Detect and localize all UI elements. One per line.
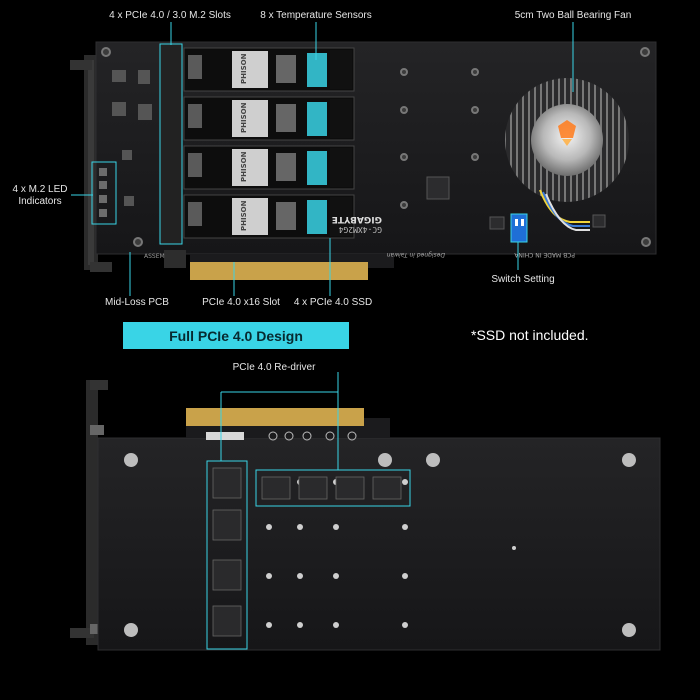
ssd-1 [183,47,355,92]
redriver-boxes [206,460,411,650]
controller-chips [426,176,606,230]
label-led-line2: Indicators [18,196,62,207]
ssd-brand-text-2: PHISON [240,102,248,133]
label-pcie-slot: PCIe 4.0 x16 Slot [202,297,280,308]
m2-slots-area [159,43,183,245]
serial-sticker [206,432,244,440]
top-callout-lines [71,22,574,296]
top-mount-holes [101,47,651,247]
brand-text: GIGABYTE [332,214,382,224]
label-pcb: Mid-Loss PCB [105,297,169,308]
redriver-chips [212,467,402,637]
bottom-callout-lines [220,372,339,470]
label-temp-sensors: 8 x Temperature Sensors [260,10,372,21]
assem-text: ASSEM [144,253,165,260]
ssd-3 [183,145,355,190]
cooling-fan [505,78,629,202]
label-led-line1: 4 x M.2 LED [12,184,68,195]
top-pcie-fingers [190,254,368,280]
ssd-note: *SSD not included. [471,327,589,343]
made-text: PCB MADE IN CHINA [513,251,575,258]
ssd-4 [183,194,355,239]
led-indicators [91,161,117,225]
bottom-bracket [70,380,108,645]
cert-marks [268,431,357,441]
label-switch: Switch Setting [491,274,555,285]
label-ssd: 4 x PCIe 4.0 SSD [293,297,373,308]
label-m2-slots: 4 x PCIe 4.0 / 3.0 M.2 Slots [109,10,231,21]
ssd-2 [183,96,355,141]
power-components [112,70,152,206]
ssd-brand-text-1: PHISON [240,53,248,84]
full-pcie-banner: Full PCIe 4.0 Design [123,322,349,349]
top-bracket [70,55,112,272]
label-fan: 5cm Two Ball Bearing Fan [514,10,632,21]
bottom-pcb [97,437,661,651]
designed-text: Designed in Taiwan [387,251,445,258]
bottom-pcie-fingers [186,408,390,438]
bottom-standoffs [124,453,636,637]
ssd-brand-text-4: PHISON [240,200,248,231]
label-redriver: PCIe 4.0 Re-driver [232,362,316,373]
model-text: GC-4XM2G4 [338,225,382,234]
ssd-brand-text-3: PHISON [240,151,248,182]
fan-cable [539,189,590,231]
dip-switch [510,213,528,243]
